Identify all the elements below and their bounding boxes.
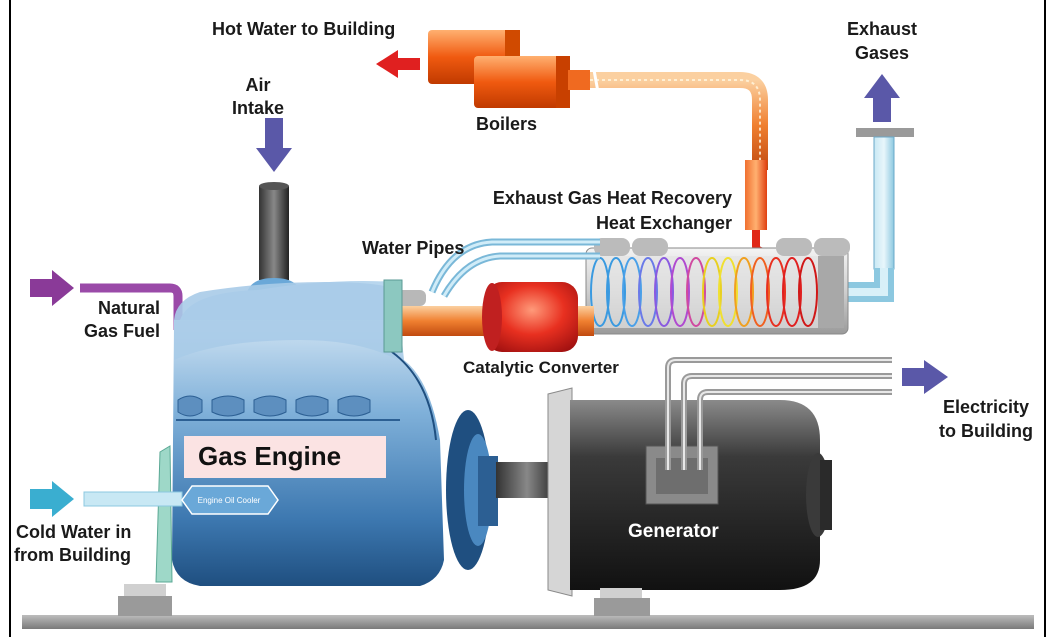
natural-gas-pipe bbox=[80, 283, 183, 330]
label-electricity-line1: Electricity bbox=[942, 397, 1030, 417]
generator-flange bbox=[547, 387, 573, 597]
base-platform bbox=[22, 615, 1034, 629]
label-generator: Generator bbox=[628, 521, 719, 542]
generator-foot bbox=[600, 588, 642, 598]
exhaust-stack bbox=[873, 136, 895, 270]
label-natural-gas-line1: Natural bbox=[97, 298, 160, 318]
label-exhaust-line2: Gases bbox=[854, 43, 910, 63]
label-gas-engine: Gas Engine bbox=[198, 441, 342, 471]
label-heat-recovery-line1: Exhaust Gas Heat Recovery bbox=[492, 188, 732, 208]
exhaust-arrow bbox=[864, 74, 900, 122]
boiler-front bbox=[474, 56, 570, 108]
electricity-arrow bbox=[902, 360, 948, 394]
label-exhaust-line1: Exhaust bbox=[846, 19, 918, 39]
engine-side-panel bbox=[155, 445, 173, 583]
boiler-exhaust-pipe bbox=[590, 72, 768, 170]
boiler-riser bbox=[745, 160, 767, 230]
cold-water-arrow bbox=[30, 481, 74, 517]
label-air-intake-line1: Air bbox=[245, 75, 271, 95]
cold-water-pipe bbox=[83, 491, 183, 507]
air-intake-pipe bbox=[259, 186, 289, 280]
engine-flange bbox=[383, 279, 403, 353]
engine-foot-left bbox=[124, 584, 166, 596]
label-cold-water-line2: from Building bbox=[14, 545, 131, 565]
exhaust-pipe bbox=[402, 306, 494, 336]
label-heat-recovery-line2: Heat Exchanger bbox=[595, 213, 732, 233]
label-catalytic-converter: Catalytic Converter bbox=[463, 358, 619, 377]
label-electricity-line2: to Building bbox=[939, 421, 1033, 441]
engine-ribs bbox=[177, 395, 371, 417]
natural-gas-arrow bbox=[30, 270, 74, 306]
gas-engine-label-box bbox=[184, 436, 386, 478]
catalytic-converter bbox=[486, 282, 578, 352]
label-air-intake-line2: Intake bbox=[231, 98, 285, 118]
air-intake-arrow bbox=[256, 118, 292, 172]
hot-water-arrow bbox=[376, 50, 420, 78]
label-water-pipes: Water Pipes bbox=[362, 238, 465, 258]
label-boilers: Boilers bbox=[476, 114, 538, 134]
label-hot-water: Hot Water to Building bbox=[212, 19, 396, 39]
oil-cooler bbox=[181, 485, 279, 515]
label-natural-gas-line2: Gas Fuel bbox=[83, 321, 160, 341]
label-cold-water-line1: Cold Water in bbox=[16, 522, 132, 542]
label-oil-cooler: Engine Oil Cooler bbox=[197, 496, 261, 505]
